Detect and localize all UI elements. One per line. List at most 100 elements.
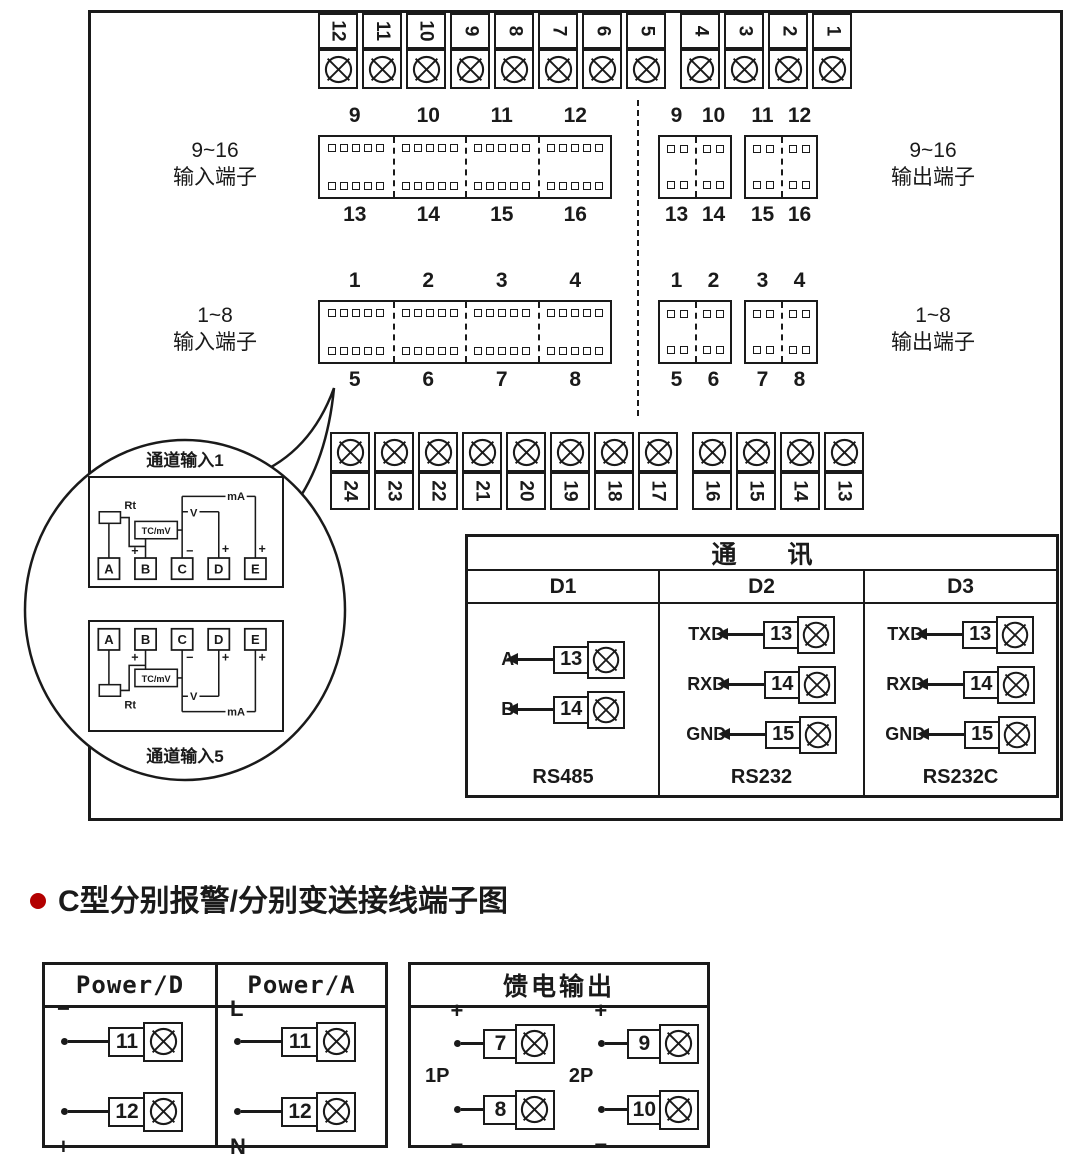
pin xyxy=(680,145,688,153)
pin xyxy=(474,309,483,317)
input-terminal-block-1-8 xyxy=(318,300,612,364)
left-arrow-icon xyxy=(506,701,554,716)
svg-text:+: + xyxy=(258,542,265,556)
pin xyxy=(510,144,519,152)
terminal-unit: 6 xyxy=(582,13,622,89)
screw-terminal-icon xyxy=(514,1089,555,1130)
screw-terminal-icon xyxy=(798,715,837,754)
svg-text:A: A xyxy=(104,561,114,576)
wire-dot xyxy=(598,1106,606,1113)
pin xyxy=(558,144,567,152)
pin xyxy=(546,347,555,355)
output-terminal-block-1-8-b xyxy=(744,300,818,364)
pin xyxy=(766,181,774,189)
screw-terminal-icon xyxy=(638,432,678,472)
pin xyxy=(546,182,555,190)
pin xyxy=(594,347,603,355)
output-terminal-block-9-16-b xyxy=(744,135,818,199)
pin xyxy=(474,144,483,152)
pin xyxy=(766,145,774,153)
pin-row xyxy=(328,182,385,190)
pin-pair xyxy=(789,145,810,153)
power-row: N 12 xyxy=(230,1091,385,1158)
pin xyxy=(498,182,507,190)
svg-text:+: + xyxy=(222,542,229,556)
screw-terminal-icon xyxy=(680,49,720,89)
screw-terminal-icon xyxy=(143,1021,184,1062)
terminal-number: 18 xyxy=(594,472,634,510)
pin-row xyxy=(474,347,531,355)
power-d-header: Power/D xyxy=(45,965,215,1008)
svg-text:E: E xyxy=(251,561,260,576)
terminal-unit: 10 xyxy=(406,13,446,89)
connector-column xyxy=(695,137,730,197)
polarity-sign: L xyxy=(230,995,244,1021)
screw-terminal-icon xyxy=(736,432,776,472)
screw-terminal-icon xyxy=(550,432,590,472)
connector-column xyxy=(695,302,730,362)
left-arrow-icon xyxy=(916,676,964,691)
svg-text:mA: mA xyxy=(227,707,245,719)
terminal-unit: 16 xyxy=(692,432,732,510)
terminal-number: 13 xyxy=(763,620,800,649)
pin xyxy=(680,181,688,189)
svg-text:E: E xyxy=(251,632,260,647)
terminal-number: 16 xyxy=(692,472,732,510)
signal-label: RXD xyxy=(886,674,925,694)
pin xyxy=(546,144,555,152)
pin xyxy=(486,347,495,355)
pin xyxy=(703,145,711,153)
rear-panel-outline xyxy=(88,10,1063,821)
pin xyxy=(474,182,483,190)
pin xyxy=(376,144,385,152)
pin xyxy=(340,182,349,190)
pin xyxy=(789,181,797,189)
pin xyxy=(570,347,579,355)
pin xyxy=(570,182,579,190)
comm-column-d1: D1 A 13 B 14 RS485 xyxy=(468,571,658,795)
pin xyxy=(401,347,410,355)
channel-1-wiring-diagram: A B C D E Rt TC/mV V mA + − + xyxy=(97,491,267,581)
pin xyxy=(558,182,567,190)
pin-pair xyxy=(667,181,688,189)
pin xyxy=(667,346,675,354)
terminal-number: 15 xyxy=(765,720,802,749)
channel-1-detail-box: A B C D E Rt TC/mV V mA + − + xyxy=(88,476,284,588)
pin xyxy=(582,144,591,152)
comm-column-d3: D3 TXD 13 RXD 14 GND xyxy=(863,571,1056,795)
pin-row xyxy=(474,309,531,317)
terminal-number: 7 xyxy=(483,1028,518,1059)
pin xyxy=(328,144,337,152)
svg-text:+: + xyxy=(258,651,265,665)
power-d-column: Power/D − 11 + 12 xyxy=(45,965,215,1158)
wire-dot xyxy=(598,1040,606,1047)
pin xyxy=(376,309,385,317)
pin xyxy=(437,309,446,317)
screw-terminal-icon xyxy=(724,49,764,89)
pin xyxy=(582,347,591,355)
terminal-number: 22 xyxy=(418,472,458,510)
group-label: 2P xyxy=(568,1065,594,1087)
pin xyxy=(570,309,579,317)
terminal-unit: 12 xyxy=(318,13,358,89)
pin xyxy=(510,182,519,190)
pin xyxy=(703,310,711,318)
wire-dot xyxy=(234,1108,241,1115)
pin xyxy=(449,347,458,355)
screw-terminal-icon xyxy=(506,432,546,472)
terminal-number: 10 xyxy=(627,1094,662,1125)
pin-pair xyxy=(753,310,774,318)
pin xyxy=(401,182,410,190)
left-arrow-icon xyxy=(718,726,766,741)
terminal-number: 11 xyxy=(108,1026,146,1057)
bullet-icon xyxy=(30,893,46,909)
comm-header: D1 xyxy=(468,571,658,604)
terminal-number: 15 xyxy=(736,472,776,510)
connector-column xyxy=(392,137,466,197)
screw-terminal-icon xyxy=(462,432,502,472)
pin xyxy=(425,347,434,355)
pin xyxy=(570,144,579,152)
feed-row: − 10 xyxy=(594,1089,699,1157)
